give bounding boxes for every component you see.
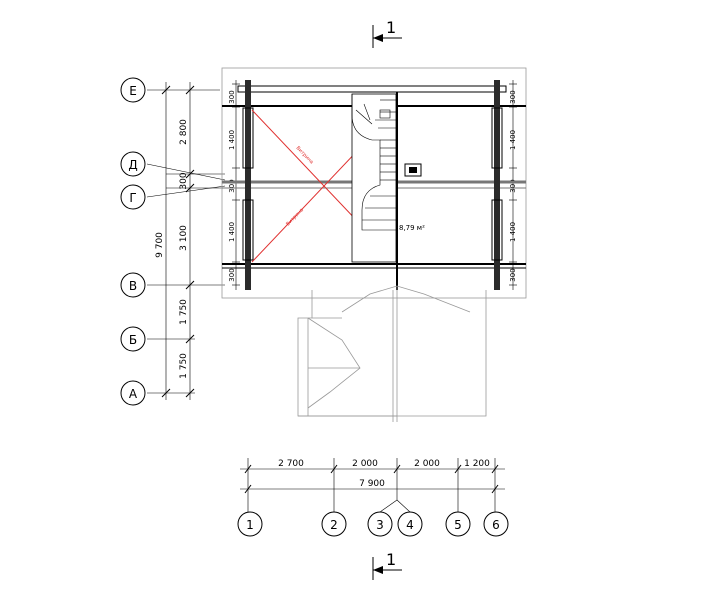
row-axis-g: Г [129,191,136,205]
dim-v-b: 1 750 [179,299,189,325]
inner-dim-l4: 1 400 [228,222,236,242]
inner-dim-r2: 1 400 [509,130,517,150]
stair [351,93,397,263]
inner-dim-l1: 300 [228,90,236,103]
col-axis-3: 3 [376,518,384,532]
section-mark-top: 1 [372,18,402,48]
row-axes: Е Д Г В Б А [120,77,226,406]
dim-total-vertical: 9 700 [155,232,165,258]
section-mark-bottom: 1 [372,550,402,580]
col-axis-4: 4 [406,518,414,532]
row-axis-a: А [129,387,138,401]
row-axis-d: Д [128,158,137,172]
dim-g-v: 3 100 [179,225,189,251]
inner-dim-l3: 300 [228,179,236,192]
column-axes: 1 2 3 4 5 6 [237,511,509,537]
col-axis-6: 6 [492,518,500,532]
diag-label-upper: Витрина [295,145,315,165]
chimney [404,163,422,177]
row-axis-v: В [129,279,137,293]
inner-dim-r5: 300 [509,268,517,281]
roof-outline [297,285,487,422]
col-axis-1: 1 [246,518,254,532]
inner-dim-l5: 300 [228,268,236,281]
area-label: 8,79 м² [399,224,425,232]
dim-3-5: 2 000 [414,459,440,469]
inner-dim-r1: 300 [509,90,517,103]
bottom-dimensions: 2 700 2 000 2 000 1 200 7 900 [240,458,505,513]
left-dimensions: 9 700 2 800 300 3 100 1 750 1 750 [155,82,225,400]
diag-label-lower: Витрина [285,207,305,227]
inner-dim-r3: 300 [509,179,517,192]
dim-d-g: 300 [179,172,189,189]
dim-1-2: 2 700 [278,459,304,469]
col-axis-2: 2 [330,518,338,532]
inner-dim-r4: 1 400 [509,222,517,242]
row-axis-e: Е [129,84,137,98]
row-axis-b: Б [129,333,137,347]
section-label-bottom: 1 [386,550,396,569]
dim-b-a: 1 750 [179,353,189,379]
col-axis-5: 5 [454,518,462,532]
walls [222,80,526,290]
section-label-top: 1 [386,18,396,37]
dim-2-3: 2 000 [352,459,378,469]
dim-e-d: 2 800 [179,119,189,145]
dim-5-6: 1 200 [464,459,490,469]
inner-dim-l2: 1 400 [228,130,236,150]
dim-total-horizontal: 7 900 [359,479,385,489]
inner-dimensions: 300 1 400 300 1 400 300 300 1 400 300 1 … [228,80,517,290]
